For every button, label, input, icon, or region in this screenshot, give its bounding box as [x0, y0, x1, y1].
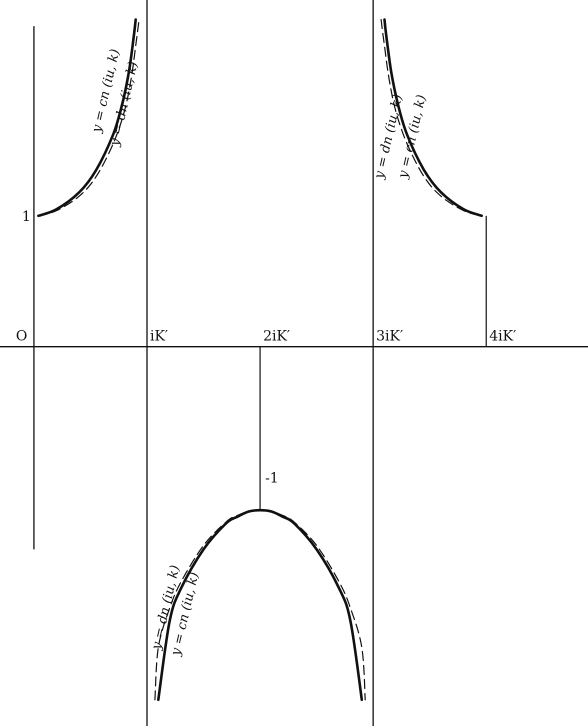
- series-dn-curve: [154, 509, 366, 701]
- x-tick-label: iK′: [150, 329, 168, 345]
- y-tick-label: -1: [265, 470, 279, 486]
- series-dn-curve: [37, 19, 140, 217]
- series-dn-curve: [380, 19, 483, 217]
- y-tick-label: 1: [22, 209, 31, 225]
- x-tick-label: 2iK′: [263, 329, 290, 345]
- x-tick-label: 3iK′: [376, 329, 403, 345]
- x-tick-label: O: [16, 329, 27, 345]
- curves: [37, 18, 483, 702]
- series-cn-curve: [157, 508, 364, 702]
- x-tick-label: 4iK′: [489, 329, 516, 345]
- series-cn-curve: [37, 18, 137, 218]
- series-cn-curve: [383, 18, 483, 218]
